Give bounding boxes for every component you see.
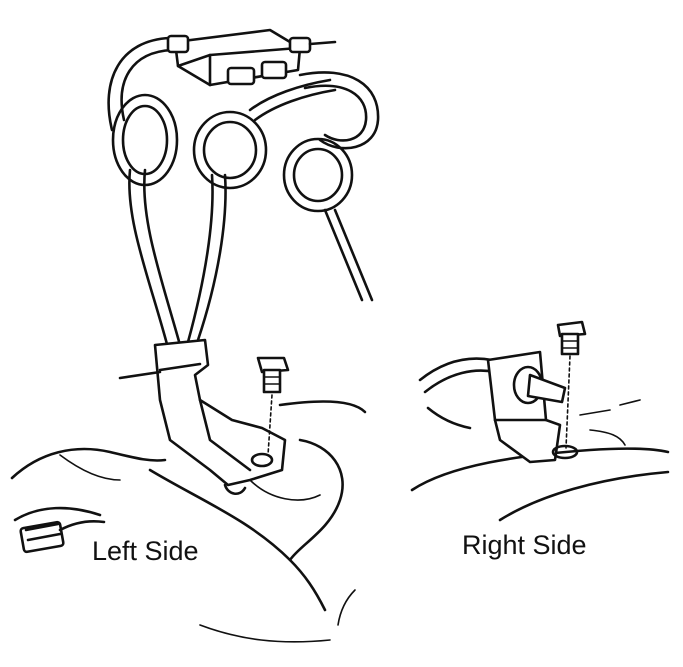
- right-side-assembly: [410, 320, 670, 522]
- left-side-assembly: [10, 28, 380, 643]
- left-bolt-icon: [256, 356, 290, 456]
- left-body-panel: [10, 400, 367, 643]
- wire-connector: [19, 519, 106, 554]
- upper-lines: [107, 36, 380, 150]
- right-mounting-bracket: [486, 350, 579, 464]
- left-side-caption: Left Side: [92, 536, 199, 566]
- right-bolt-icon: [556, 320, 587, 449]
- left-mounting-bracket: [118, 338, 287, 495]
- right-side-caption: Right Side: [462, 530, 587, 560]
- junction-block: [166, 28, 337, 87]
- brake-line-loops: [111, 93, 374, 302]
